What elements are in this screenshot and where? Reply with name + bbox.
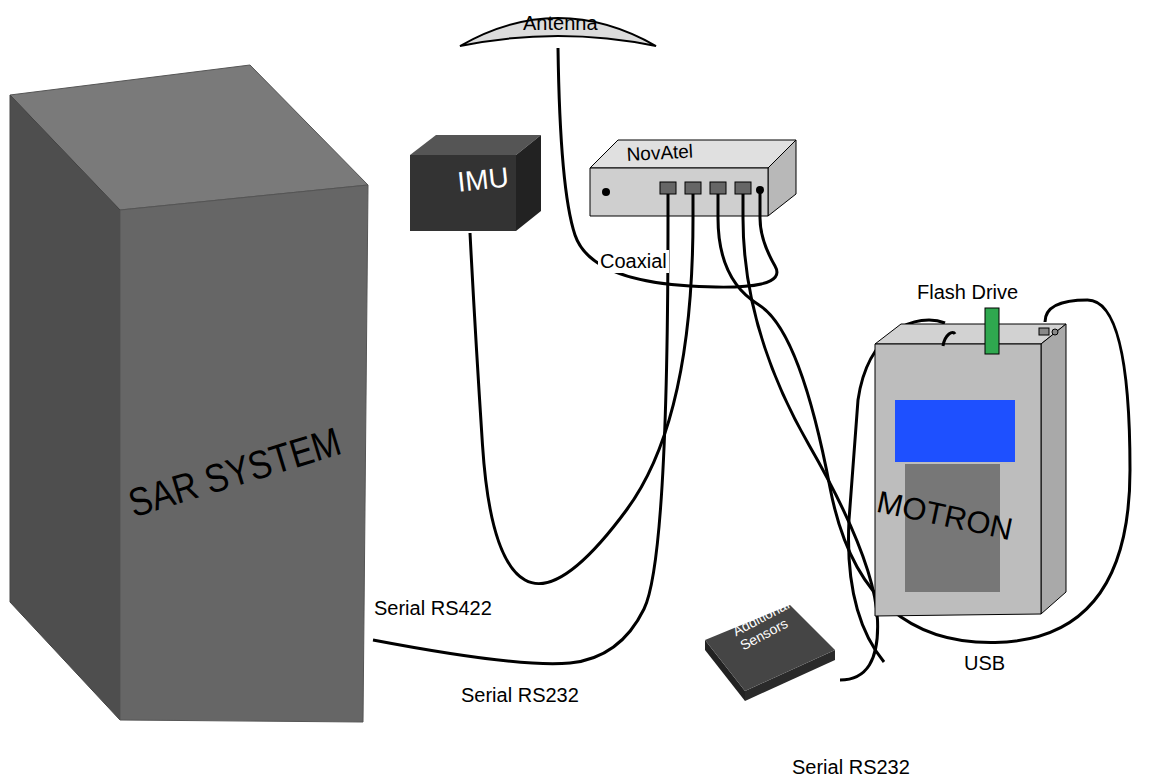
cable-label: Serial RS232 — [459, 684, 581, 707]
cable-label: Coaxial — [598, 250, 669, 273]
part-label: Flash Drive — [915, 281, 1020, 304]
motron-logger: MOTRON — [873, 322, 1068, 618]
node-outline — [873, 322, 1068, 618]
cable-label: Serial RS232 — [790, 756, 912, 779]
imu-box: IMU — [408, 133, 543, 233]
node-label: IMU — [456, 162, 510, 199]
additional-sensors-box: Additional Sensors — [700, 603, 840, 703]
cable-label: Serial RS422 — [372, 597, 494, 620]
node-label: NovAtel — [626, 141, 694, 166]
node-outline — [5, 62, 373, 727]
sar-system-box: SAR SYSTEM — [5, 62, 373, 727]
cable — [718, 218, 1130, 643]
cable — [373, 218, 668, 664]
node-label: Antenna — [523, 12, 598, 35]
node-outline — [588, 138, 798, 218]
cable-label: USB — [962, 652, 1007, 675]
novatel-receiver: NovAtel — [588, 138, 798, 218]
antenna-dome: Antenna — [458, 2, 658, 48]
